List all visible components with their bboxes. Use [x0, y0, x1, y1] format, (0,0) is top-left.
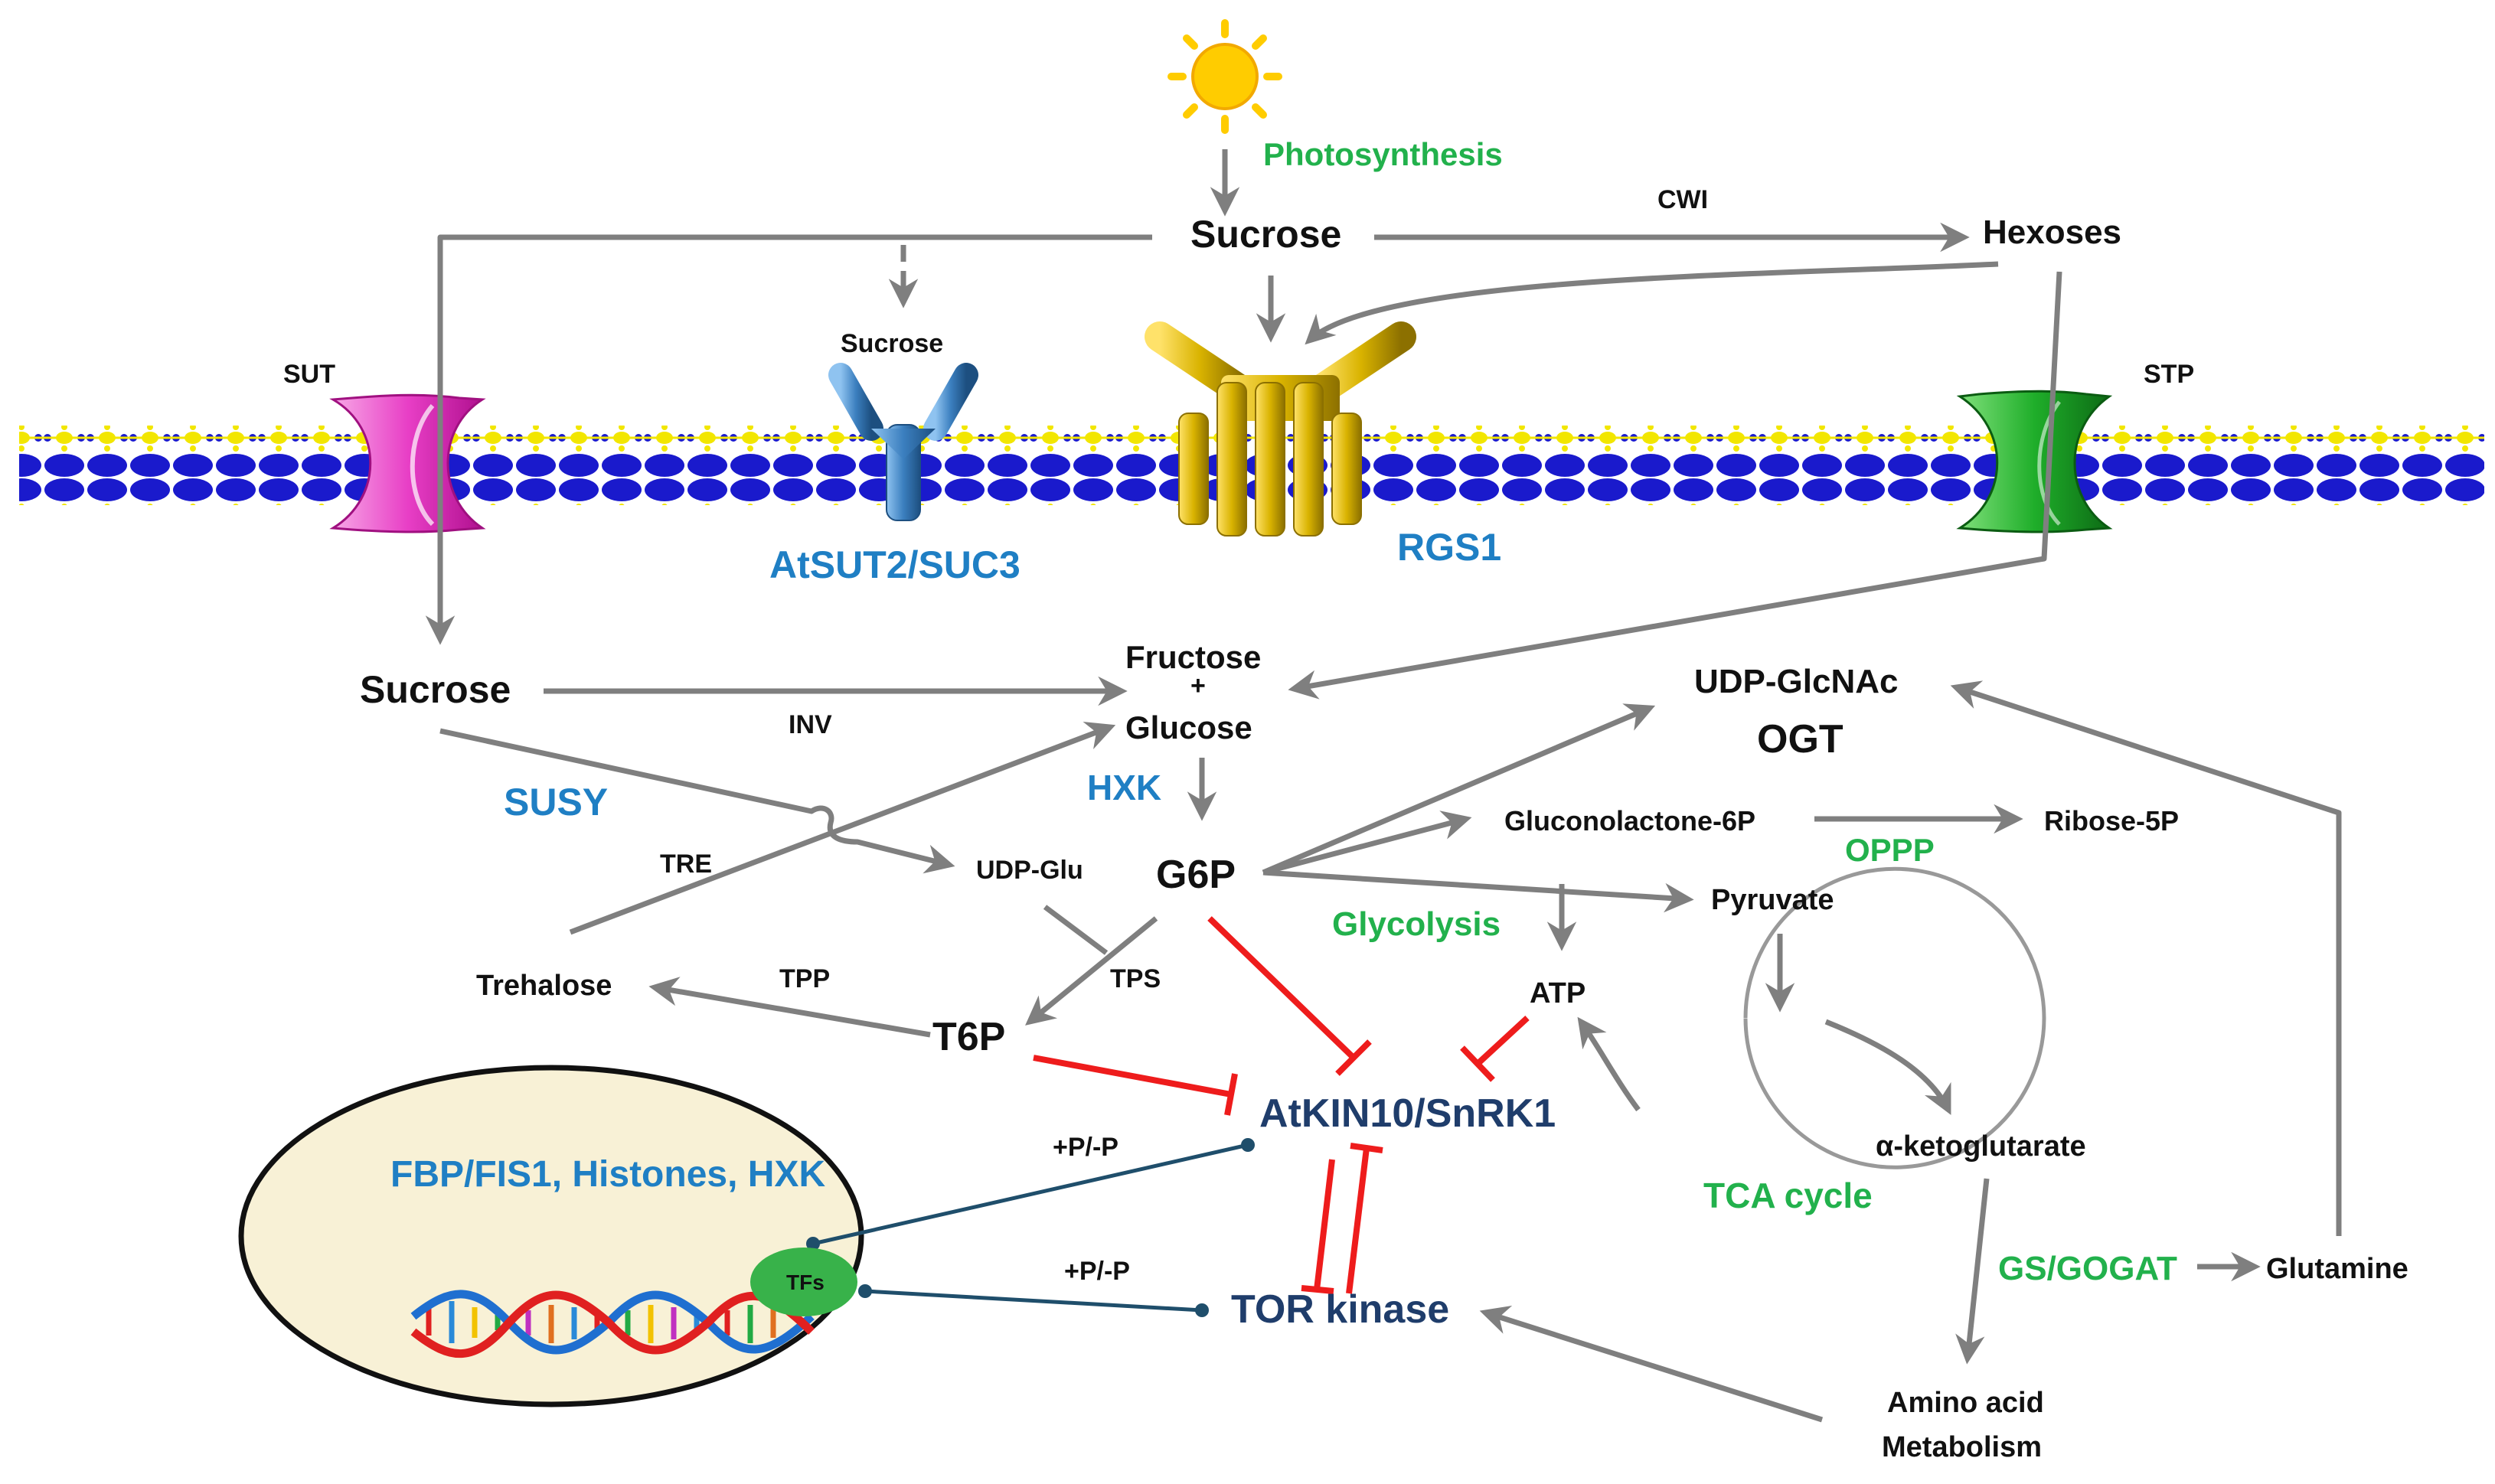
hxk-label: HXK	[1087, 768, 1161, 807]
sut-label: SUT	[283, 360, 335, 389]
udp-glcnac-label: UDP-GlcNAc	[1694, 663, 1899, 700]
arrow-tca-akg	[1824, 1019, 1951, 1115]
arrow-amino-tor	[1479, 1305, 1824, 1423]
rgs1-receptor-icon	[1145, 321, 1416, 537]
arrow-t6p-trehalose	[648, 977, 931, 1038]
oppp-label: OPPP	[1845, 832, 1935, 868]
metabolism-label: Metabolism	[1882, 1431, 2042, 1463]
tpp-label: TPP	[779, 964, 830, 993]
inv-label: INV	[789, 710, 832, 739]
tor-kinase-label: TOR kinase	[1231, 1287, 1449, 1332]
dna-helix-icon	[410, 1290, 815, 1358]
arrow-sucrose-sut	[425, 234, 1152, 645]
atkin10-label: AtKIN10/SnRK1	[1259, 1091, 1556, 1136]
gray-arrows	[425, 149, 2342, 1423]
phospho-links	[806, 1138, 1255, 1317]
atsut2-receptor-icon	[828, 363, 978, 521]
trehalose-label: Trehalose	[476, 970, 612, 1002]
tca-cycle-circle	[1743, 866, 2046, 1169]
tfs-node	[750, 1248, 857, 1316]
sucrose-top-label: Sucrose	[1190, 213, 1341, 256]
tca-label: TCA cycle	[1703, 1176, 1873, 1215]
akg-label: α-ketoglutarate	[1876, 1130, 2086, 1163]
glucose-label: Glucose	[1125, 709, 1252, 745]
cwi-label: CWI	[1657, 185, 1708, 214]
t6p-label: T6P	[932, 1015, 1005, 1059]
gluconolactone-label: Gluconolactone-6P	[1504, 805, 1755, 837]
inhibit-t6p-atkin10	[1033, 1055, 1232, 1098]
link-tfs-atkin10	[806, 1138, 1255, 1251]
pp-label-2: +P/-P	[1064, 1257, 1130, 1286]
sucrose-cyto-label: Sucrose	[360, 668, 511, 711]
inhibit-atkin10-tor	[1314, 1159, 1335, 1290]
ribose-label: Ribose-5P	[2044, 805, 2179, 837]
stp-transporter-icon	[1956, 390, 2113, 533]
tps-label: TPS	[1110, 964, 1161, 993]
glycolysis-label: Glycolysis	[1332, 905, 1501, 943]
arrow-tca-atp	[1577, 1016, 1641, 1112]
ogt-label: OGT	[1757, 717, 1843, 762]
tfs-label: TFs	[786, 1270, 825, 1294]
glutamine-label: Glutamine	[2266, 1253, 2408, 1285]
amino-acid-label: Amino acid	[1887, 1387, 2044, 1419]
arrow-sucrose-udpglu	[439, 728, 955, 874]
arrow-g6p-t6p	[1025, 916, 1158, 1026]
arrow-g6p-pyruvate	[1262, 869, 1694, 913]
atsut2-label: AtSUT2/SUC3	[769, 543, 1021, 586]
g6p-label: G6P	[1156, 853, 1236, 897]
pyruvate-label: Pyruvate	[1711, 884, 1834, 916]
tre-label: TRE	[660, 850, 712, 879]
pp-label-1: +P/-P	[1053, 1133, 1119, 1162]
udp-glu-label: UDP-Glu	[976, 856, 1083, 885]
inhibit-atp-atkin10	[1475, 1016, 1530, 1066]
plus-label: +	[1190, 671, 1206, 700]
sun-icon	[1167, 19, 1282, 134]
arrow-udpglu-tps	[1043, 905, 1109, 955]
gs-gogat-label: GS/GOGAT	[1998, 1250, 2177, 1287]
sut-transporter-icon	[329, 393, 486, 533]
fructose-label: Fructose	[1125, 639, 1261, 675]
atp-label: ATP	[1530, 977, 1586, 1009]
sucrose-receptor-label: Sucrose	[841, 329, 943, 358]
arrow-hexoses-rgs1	[1305, 261, 1999, 345]
inhibit-tor-atkin10	[1346, 1147, 1370, 1294]
arrow-g6p-udpglcnac	[1262, 703, 1656, 876]
labels: Photosynthesis Sucrose CWI Hexoses Sucro…	[283, 136, 2408, 1463]
link-tfs-tor	[858, 1284, 1209, 1317]
arrow-glutamine-udpglcnac	[1950, 680, 2342, 1236]
arrow-g6p-gluconolactone	[1262, 810, 1472, 876]
rgs1-label: RGS1	[1397, 526, 1501, 569]
arrow-trehalose-fructose	[569, 721, 1116, 935]
stp-label: STP	[2144, 360, 2194, 389]
susy-label: SUSY	[504, 781, 608, 824]
nucleus-text: FBP/FIS1, Histones, HXK	[390, 1154, 825, 1195]
inhibition-lines	[1033, 916, 1530, 1294]
arrow-hexoses-fructose	[1288, 271, 2062, 700]
arrow-akg-amino	[1955, 1178, 1990, 1365]
inhibit-g6p-atkin10	[1207, 916, 1356, 1060]
hexoses-label: Hexoses	[1983, 214, 2121, 251]
photosynthesis-label: Photosynthesis	[1263, 136, 1503, 172]
